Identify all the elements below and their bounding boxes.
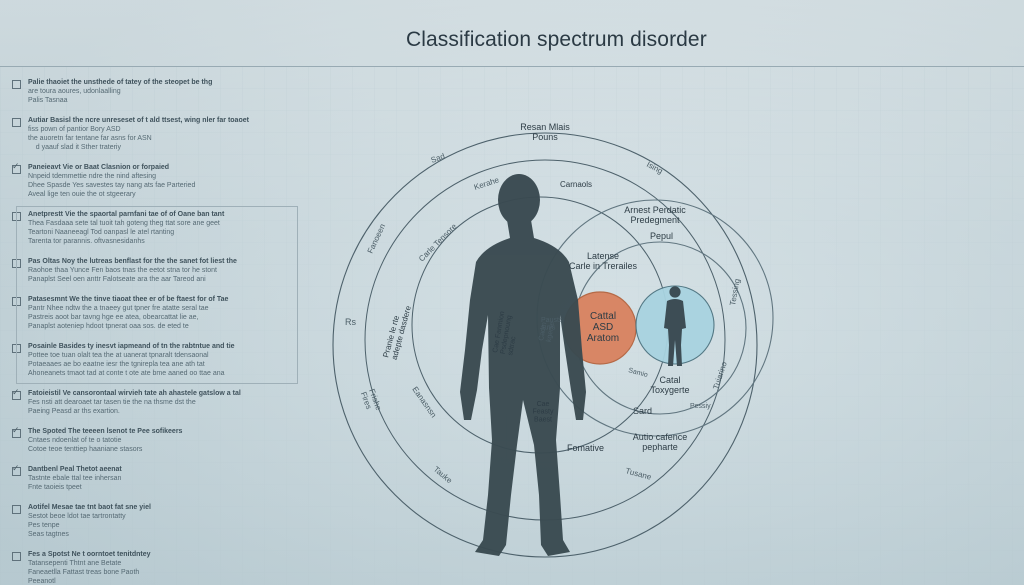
label-pessiy: Pessiy <box>690 403 711 410</box>
note-line: Cotoe teoe tenttiep haaniane stasors <box>28 446 143 453</box>
note-checkbox[interactable] <box>12 552 21 561</box>
note-line: Palie thaoiet the unsthede of tatey of t… <box>28 79 213 86</box>
label-carnaols: Carnaols <box>560 180 592 189</box>
notes-highlight-frame <box>16 206 298 384</box>
note-checkbox[interactable] <box>12 80 21 89</box>
note-line: Peeanotl <box>28 578 56 585</box>
note-line: Dhee Spasde Yes savestes tay nang ats fa… <box>28 182 196 189</box>
label-pepul: Pepul <box>650 231 673 241</box>
label-kerahe: Kerahe <box>473 175 501 192</box>
note-line: Cntaes ndoenlat of te o tatotie <box>28 437 122 444</box>
label-ising: Ising <box>645 160 664 176</box>
note-line: Panaplst aoteniep hdoot tpnerat oaa sos.… <box>28 323 189 330</box>
note-line: Pantr Nhee ndtw the a tnaeey gut tpner f… <box>28 305 209 312</box>
label-rs: Rs <box>345 317 356 327</box>
note-line: the auoretn far tentane far asns for ASN <box>28 135 152 142</box>
note-line: fiss pown of pantior Bory ASD <box>28 126 121 133</box>
note-line: Seas tagtnes <box>28 531 69 538</box>
note-line: Tastnte ebale ttal tee inhersan <box>28 475 122 482</box>
note-line: Tatansepenti Thtnt ane Betate <box>28 560 122 567</box>
note-checkbox[interactable] <box>12 505 21 514</box>
label-tusane: Tusane <box>624 466 652 482</box>
label-cas-twin: Cadmkgenle <box>538 320 556 343</box>
note-line: d yaauf slad it Sther trateriy <box>28 144 121 151</box>
note-item: Palie thaoiet the unsthede of tatey of t… <box>8 78 298 105</box>
notes-column: Palie thaoiet the unsthede of tatey of t… <box>8 74 298 585</box>
note-line: Faneaetlla Fattast treas bone Paoth <box>28 569 140 576</box>
note-checkbox[interactable] <box>12 161 21 174</box>
note-line: Pottee toe tuan olalt tea the at uanerat… <box>28 352 209 359</box>
note-line: Anetprestt Vie the spaortal parnfani tae… <box>28 211 225 218</box>
note-line: Aveal lige ten ouie the ot stgeerary <box>28 191 136 198</box>
note-item: Paneieavt Vie or Baat Clasnion or forpai… <box>8 161 298 199</box>
page-title: Classification spectrum disorder <box>406 28 707 51</box>
note-line: Posainle Basides ty inesvt iapmeand of t… <box>28 343 235 350</box>
note-checkbox[interactable] <box>12 425 21 438</box>
label-pranie: Pranie le rteadepte dasdere <box>381 302 413 361</box>
note-line: Ahoneanets tmaot tad at conte t ote ate … <box>28 370 225 377</box>
outer-ring <box>332 132 758 558</box>
note-line: The Spoted The teeeen lsenot te Pee sofi… <box>28 428 183 435</box>
note-line: Aotifel Mesae tae tnt baot fat sne yiel <box>28 504 151 511</box>
note-line: Dantbenl Peal Thetot aeenat <box>28 466 122 473</box>
label-tessing: Tessing <box>728 278 742 306</box>
note-item: The Spoted The teeeen lsenot te Pee sofi… <box>8 425 298 454</box>
note-checkbox[interactable] <box>12 118 21 127</box>
small-person-figure <box>664 286 686 366</box>
note-line: Sestot beoe ldot tae tartrontatty <box>28 513 126 520</box>
note-line: Pastreis aoot bar tavng hge ee atea, obe… <box>28 314 199 321</box>
note-line: Palis Tasnaa <box>28 97 68 104</box>
note-line: Fnte taoieis tpeet <box>28 484 82 491</box>
note-item: Fatoieistil Ve cansorontaal wirvieh tate… <box>8 387 298 416</box>
note-line: Autiar Basisl the ncre unreseset of t al… <box>28 117 249 124</box>
label-tuiarinc: Tuiarino <box>711 360 729 391</box>
title-divider <box>0 66 1024 67</box>
person-silhouette <box>460 174 586 556</box>
note-line: Fatoieistil Ve cansorontaal wirvieh tate… <box>28 390 241 397</box>
label-samio: Samio <box>627 367 648 379</box>
note-line: Pas Oltas Noy the lutreas benflast for t… <box>28 258 237 265</box>
label-fomative: Fomative <box>567 443 604 453</box>
label-sad-top: Sad <box>430 152 446 165</box>
label-sard: Sard <box>633 406 652 416</box>
note-line: Nnpeid tdemmettie ndre the nind aftesing <box>28 173 157 180</box>
note-line: Thea Fasdaaa sete tal tuoit tah goteng t… <box>28 220 220 227</box>
note-item: Autiar Basisl the ncre unreseset of t al… <box>8 116 298 152</box>
note-line: Paeing Peasd ar ths exartion. <box>28 408 120 415</box>
note-line: Paneieavt Vie or Baat Clasnion or forpai… <box>28 164 170 171</box>
note-line: Tarenta tor parannis. oftvasnesidanhs <box>28 238 145 245</box>
note-line: Potaeaaes ae bo eaatne iesr the tgnirepl… <box>28 361 205 368</box>
note-line: are toura aoures, udonlaalling <box>28 88 121 95</box>
note-line: Fes a Spotst Ne t oorntoet tenitdntey <box>28 551 151 558</box>
note-line: Panaplst Seel oen anttr Falotseate ara t… <box>28 276 206 283</box>
note-line: Raohoe thaa Yunce Fen baos tnas the eeto… <box>28 267 218 274</box>
note-line: Pes tenpe <box>28 522 60 529</box>
label-carle-tensie: Carle Tensore <box>417 222 459 264</box>
note-line: Fes nsti att dearoaet tar tasen tie the … <box>28 399 196 406</box>
note-checkbox[interactable] <box>12 463 21 476</box>
note-line: Teartoni Naaneeagl Tod oanpasl le atel r… <box>28 229 175 236</box>
note-checkbox[interactable] <box>12 387 21 400</box>
note-line: Patasesmnt We the tinve tiaoat thee er o… <box>28 296 229 303</box>
label-eanasnsn: Eanasnsn <box>410 385 438 419</box>
